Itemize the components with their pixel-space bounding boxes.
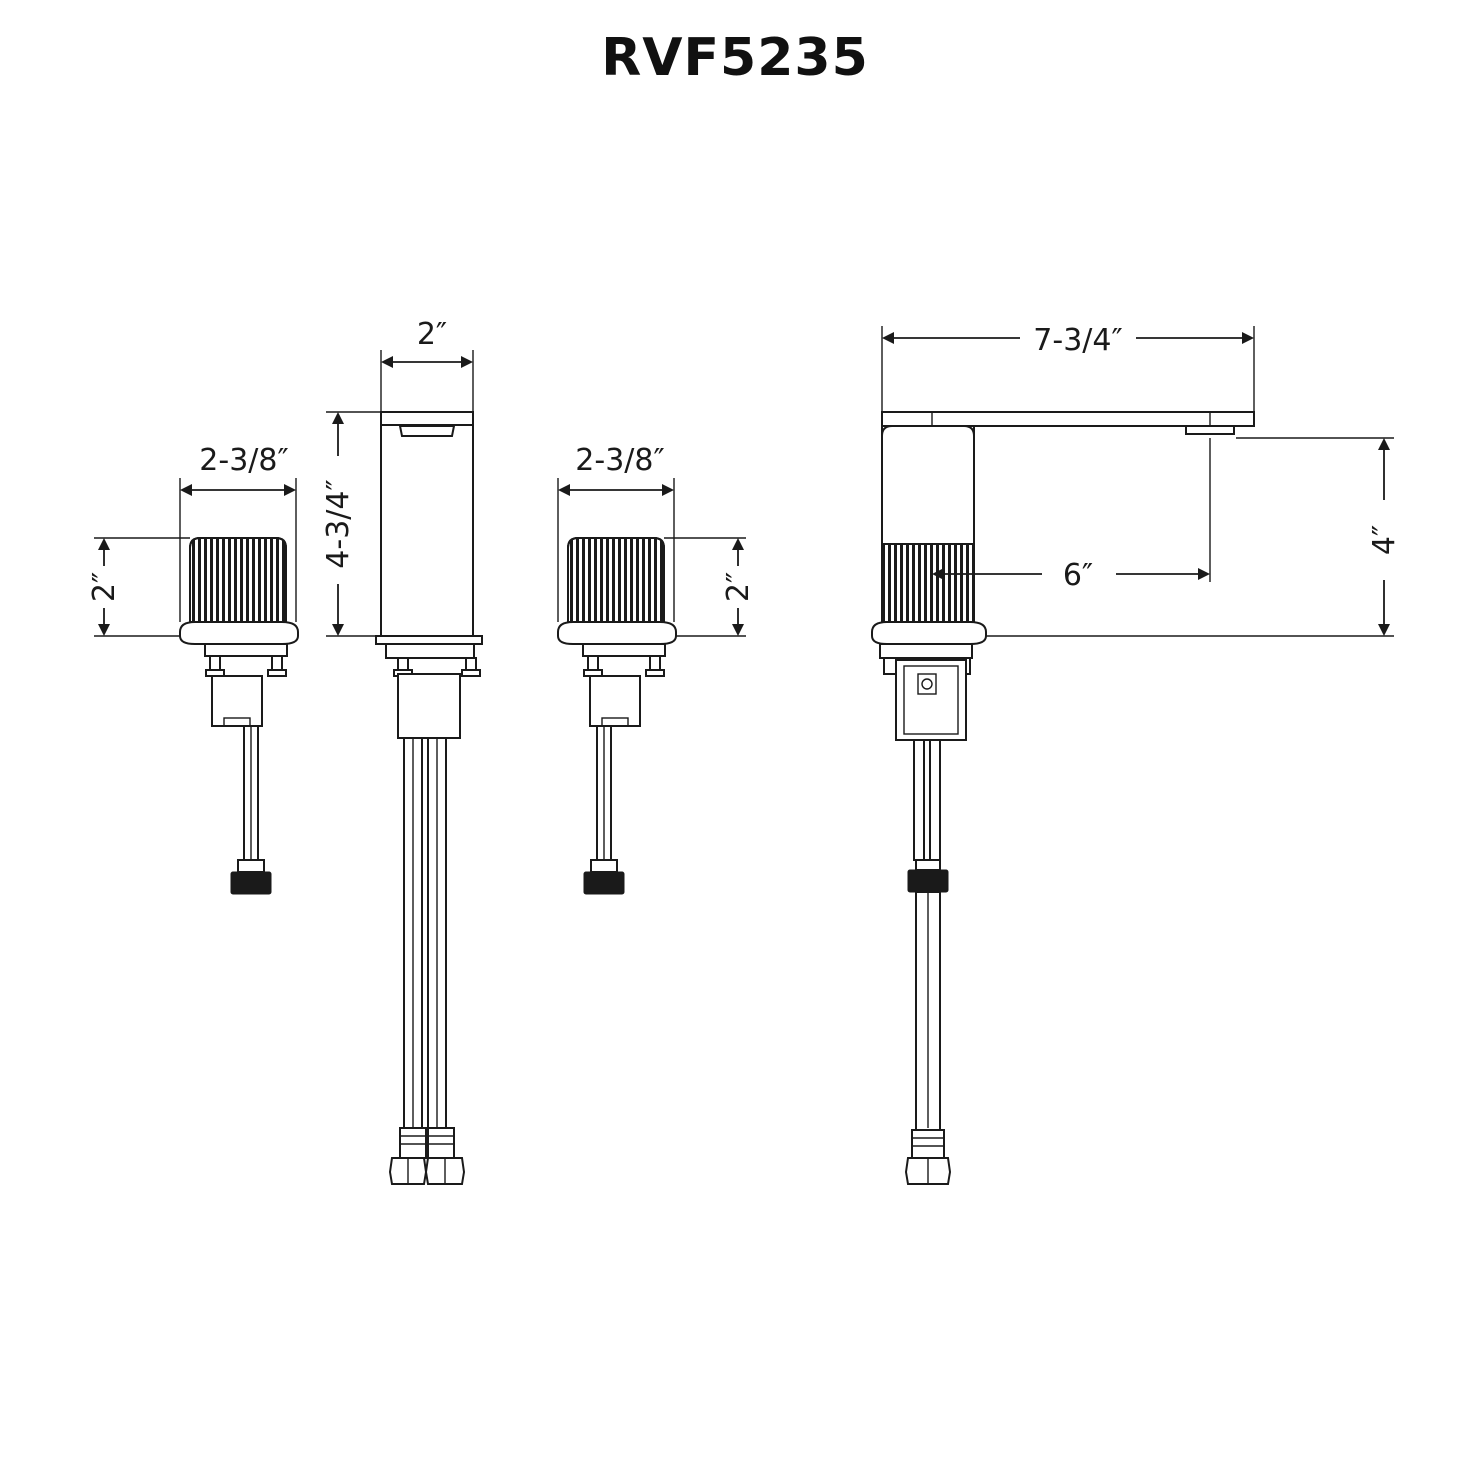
dim-left-handle-width: 2-3/8″ xyxy=(179,443,297,622)
dim-spout-front-width-label: 2″ xyxy=(417,317,447,352)
dim-handle-to-outlet: 6″ xyxy=(932,438,1211,593)
dim-left-handle-height-label: 2″ xyxy=(87,572,122,602)
left-handle-drawing xyxy=(179,537,299,895)
dim-left-handle-width-label: 2-3/8″ xyxy=(199,443,288,478)
dim-left-handle-height: 2″ xyxy=(87,537,190,637)
dim-spout-reach-label: 7-3/4″ xyxy=(1033,323,1122,358)
dim-spout-front-height: 4-3/4″ xyxy=(321,411,381,637)
dim-right-handle-width-label: 2-3/8″ xyxy=(575,443,664,478)
dim-spout-clearance-label: 4″ xyxy=(1367,525,1402,555)
dim-spout-front-width: 2″ xyxy=(380,317,474,412)
dim-right-handle-height: 2″ xyxy=(664,537,756,637)
dim-right-handle-width: 2-3/8″ xyxy=(557,443,675,622)
dim-spout-reach: 7-3/4″ xyxy=(881,323,1255,412)
dim-right-handle-height-label: 2″ xyxy=(721,572,756,602)
diagram-title: RVF5235 xyxy=(601,28,869,88)
dim-spout-front-height-label: 4-3/4″ xyxy=(321,479,356,568)
dim-spout-clearance: 4″ xyxy=(986,437,1402,637)
right-handle-drawing xyxy=(557,537,677,895)
dim-handle-to-outlet-label: 6″ xyxy=(1063,558,1093,593)
spout-front-drawing xyxy=(375,411,483,1185)
spout-side-drawing xyxy=(871,411,1255,1185)
